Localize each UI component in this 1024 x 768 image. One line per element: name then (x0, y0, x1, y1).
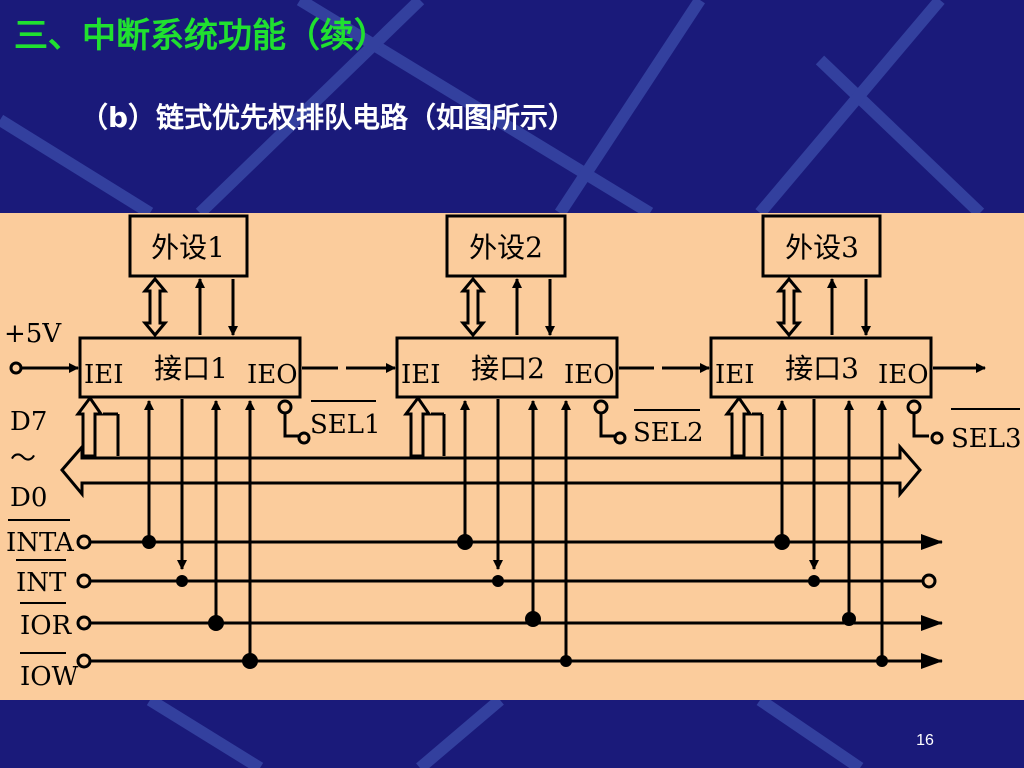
priority-chain-diagram: 外设1 外设2 外设3 IEI 接口1 IEO IEI 接口2 IEO IEI (0, 213, 1024, 700)
sel1-terminal-b (297, 431, 311, 445)
sel3-terminal-b (930, 431, 944, 445)
peripheral-3-label: 外设3 (785, 231, 859, 264)
interface-1-iei-label: IEI (84, 360, 124, 390)
page-number: 16 (916, 732, 934, 749)
signal-terminal-ior (76, 615, 92, 631)
power-label: +5V (4, 319, 62, 349)
interface-1-name: 接口1 (154, 352, 228, 385)
interface-2-name: 接口2 (471, 352, 545, 385)
interface-1-ieo-label: IEO (247, 360, 298, 390)
signal-label-iow: IOW (20, 662, 79, 692)
interface-3: IEI 接口3 IEO (709, 336, 933, 399)
interface-3-iei-label: IEI (715, 360, 755, 390)
signal-terminal-inta (76, 534, 92, 550)
peripheral-1: 外设1 (128, 214, 249, 278)
sel1-terminal-a (277, 399, 293, 415)
junction-dots (142, 534, 888, 669)
sel3-label: SEL3 (951, 424, 1022, 454)
signal-label-inta: INTA (6, 528, 75, 558)
sel1-label: SEL1 (310, 410, 381, 440)
slide-subtitle: （b）链式优先权排队电路（如图所示） (80, 101, 577, 134)
interface-2: IEI 接口2 IEO (395, 336, 619, 399)
peripheral-3-data-arrow (775, 276, 803, 338)
signal-terminal-iow (76, 653, 92, 669)
sel2-terminal-b (613, 431, 627, 445)
slide-title: 三、中断系统功能（续） (14, 16, 388, 56)
sel2-label: SEL2 (633, 418, 704, 448)
interface-2-ieo-label: IEO (564, 360, 615, 390)
peripheral-2-label: 外设2 (469, 231, 543, 264)
interface-3-name: 接口3 (785, 352, 859, 385)
bus-connection-3 (724, 395, 753, 458)
bus-connection-1 (75, 395, 104, 458)
peripheral-3: 外设3 (761, 214, 882, 278)
bus-label-bottom: D0 (10, 483, 47, 513)
peripheral-1-label: 外设1 (151, 231, 225, 264)
bus-label-top: D7 (10, 407, 47, 437)
interface-1: IEI 接口1 IEO (78, 336, 302, 399)
interface-2-iei-label: IEI (401, 360, 441, 390)
signal-terminal-int (76, 573, 92, 589)
interface-3-ieo-label: IEO (878, 360, 929, 390)
signal-terminal-int-end (921, 573, 937, 589)
bus-connection-2 (403, 395, 432, 458)
peripheral-1-data-arrow (141, 276, 169, 338)
bus-label-tilde: ～ (10, 444, 36, 474)
peripheral-2-data-arrow (459, 276, 487, 338)
peripheral-2: 外设2 (445, 214, 567, 278)
sel3-terminal-a (906, 399, 922, 415)
signal-label-ior: IOR (20, 611, 73, 641)
signal-label-int: INT (16, 568, 67, 598)
data-bus-arrow (60, 442, 922, 499)
power-terminal (9, 361, 23, 375)
diagram-canvas: 外设1 外设2 外设3 IEI 接口1 IEO IEI 接口2 IEO IEI (4, 214, 1022, 692)
sel2-terminal-a (593, 399, 609, 415)
